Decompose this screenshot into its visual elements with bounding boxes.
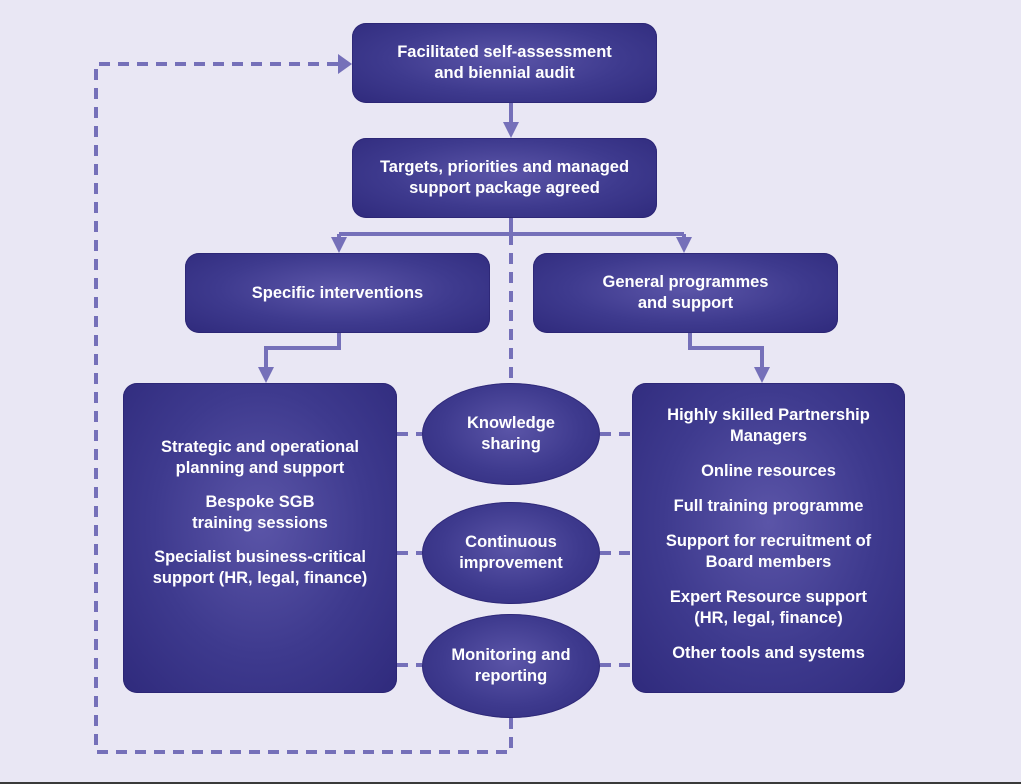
general-list-item: Other tools and systems: [672, 643, 865, 664]
feedback-loop: [94, 62, 513, 754]
split-connector: [339, 218, 684, 236]
node-knowledge-sharing-line-1: Knowledge: [466, 414, 555, 432]
node-continuous-improvement: Continuous improvement: [422, 502, 600, 604]
specific-list-item-3-line-1: Specialist business-critical: [154, 548, 366, 566]
general-list-item: Highly skilled Partnership Managers: [667, 405, 870, 447]
bottom-border: [0, 782, 1021, 784]
specific-list-item: Specialist business-critical support (HR…: [153, 547, 368, 589]
node-knowledge-sharing: Knowledge sharing: [422, 383, 600, 485]
arrow-specific-to-list: [258, 333, 341, 383]
node-monitoring-reporting: Monitoring and reporting: [422, 614, 600, 718]
node-general-programmes-line-1: General programmes: [602, 273, 769, 291]
node-targets: Targets, priorities and managed support …: [352, 138, 657, 218]
node-monitoring-reporting-line-2: reporting: [474, 667, 548, 685]
node-self-assessment-line-1: Facilitated self-assessment: [397, 43, 612, 61]
node-self-assessment-line-2: and biennial audit: [434, 64, 575, 82]
node-targets-line-2: support package agreed: [409, 179, 600, 197]
node-targets-line-1: Targets, priorities and managed: [379, 158, 630, 176]
general-list-item-1-line-1: Highly skilled Partnership: [667, 405, 870, 424]
specific-list-item: Strategic and operational planning and s…: [161, 437, 359, 479]
general-list-item-3-line-1: Full training programme: [673, 496, 864, 515]
specific-interventions-list: Strategic and operational planning and s…: [123, 383, 397, 693]
general-list-item: Expert Resource support (HR, legal, fina…: [670, 587, 867, 629]
general-list-item-1-line-2: Managers: [729, 426, 807, 445]
node-specific-interventions: Specific interventions: [185, 253, 490, 333]
node-self-assessment: Facilitated self-assessment and biennial…: [352, 23, 657, 103]
specific-list-item-1-line-2: planning and support: [175, 459, 345, 477]
general-programmes-list: Highly skilled Partnership Managers Onli…: [632, 383, 905, 693]
specific-list-item: Bespoke SGB training sessions: [192, 492, 328, 534]
general-list-item-5-line-1: Expert Resource support: [669, 587, 868, 606]
general-list-item-5-line-2: (HR, legal, finance): [694, 608, 843, 627]
general-list-item-4-line-1: Support for recruitment of: [665, 531, 872, 550]
node-general-programmes-line-2: and support: [637, 294, 734, 312]
node-specific-interventions-line-1: Specific interventions: [251, 283, 424, 302]
node-monitoring-reporting-line-1: Monitoring and: [451, 646, 571, 664]
node-continuous-improvement-line-1: Continuous: [465, 533, 557, 551]
general-list-item-2-line-1: Online resources: [701, 461, 836, 480]
general-list-item: Full training programme: [674, 496, 864, 517]
node-knowledge-sharing-line-2: sharing: [481, 435, 541, 453]
general-list-item: Online resources: [701, 461, 836, 482]
specific-list-item-3-line-2: support (HR, legal, finance): [152, 569, 368, 587]
node-continuous-improvement-line-2: improvement: [459, 554, 563, 572]
general-list-item-6-line-1: Other tools and systems: [672, 643, 865, 662]
node-general-programmes: General programmes and support: [533, 253, 838, 333]
general-list-item-4-line-2: Board members: [705, 552, 832, 571]
general-list-item: Support for recruitment of Board members: [666, 531, 871, 573]
arrow-general-to-list: [688, 333, 770, 383]
specific-list-item-1-line-1: Strategic and operational: [160, 438, 360, 456]
feedback-loop-arrowhead: [338, 54, 352, 74]
specific-list-item-2-line-1: Bespoke SGB: [205, 493, 315, 511]
specific-list-item-2-line-2: training sessions: [192, 514, 328, 532]
